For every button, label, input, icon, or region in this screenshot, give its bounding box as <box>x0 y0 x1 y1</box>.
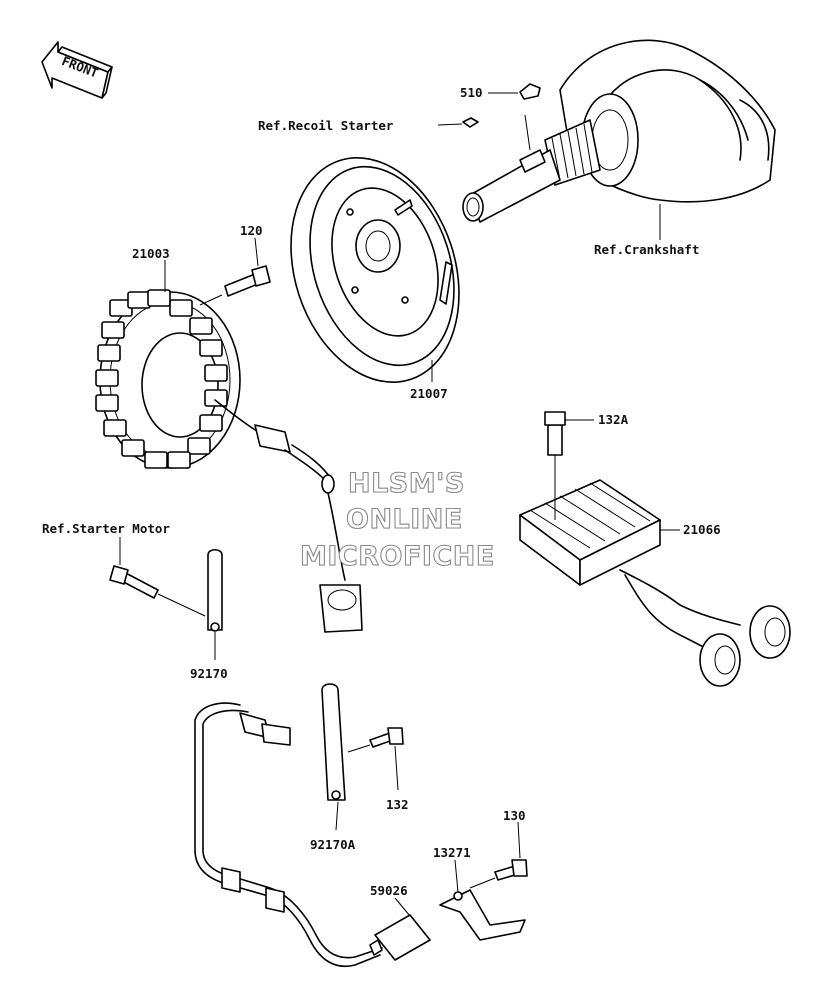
bracket-13271 <box>439 859 526 941</box>
watermark: HLSM'S ONLINE MICROFICHE <box>299 467 495 572</box>
bolt-132 <box>347 727 404 791</box>
regulator-drawing <box>519 479 791 687</box>
label-ref-recoil-starter: Ref.Recoil Starter <box>258 118 394 133</box>
label-21066: 21066 <box>683 522 721 537</box>
stator-drawing <box>95 289 363 633</box>
strap-92170 <box>207 548 223 660</box>
label-510: 510 <box>460 85 483 100</box>
bolt-130 <box>469 821 528 889</box>
key-ref-recoil <box>462 117 479 128</box>
crankshaft-drawing <box>462 39 776 223</box>
watermark-line2: ONLINE <box>346 504 463 535</box>
label-ref-crankshaft: Ref.Crankshaft <box>594 242 699 257</box>
label-130: 130 <box>503 808 526 823</box>
label-132a: 132A <box>598 412 629 427</box>
label-92170: 92170 <box>190 666 228 681</box>
bolt-120 <box>224 237 271 297</box>
watermark-line1: HLSM'S <box>348 468 465 499</box>
label-13271: 13271 <box>433 845 471 860</box>
starter-bolt <box>109 537 206 617</box>
watermark-line3: MICROFICHE <box>300 541 495 572</box>
woodruff-key-510 <box>519 83 541 100</box>
label-132: 132 <box>386 797 409 812</box>
pickup-harness <box>194 702 431 967</box>
label-59026: 59026 <box>370 883 408 898</box>
label-92170a: 92170A <box>310 837 356 852</box>
strap-92170a <box>321 683 346 831</box>
label-21007: 21007 <box>410 386 448 401</box>
front-arrow-icon: FRONT <box>41 41 113 99</box>
flywheel-drawing <box>290 157 460 383</box>
label-21003: 21003 <box>132 246 170 261</box>
label-120: 120 <box>240 223 263 238</box>
bolt-132a <box>544 411 594 520</box>
label-ref-starter-motor: Ref.Starter Motor <box>42 521 170 536</box>
